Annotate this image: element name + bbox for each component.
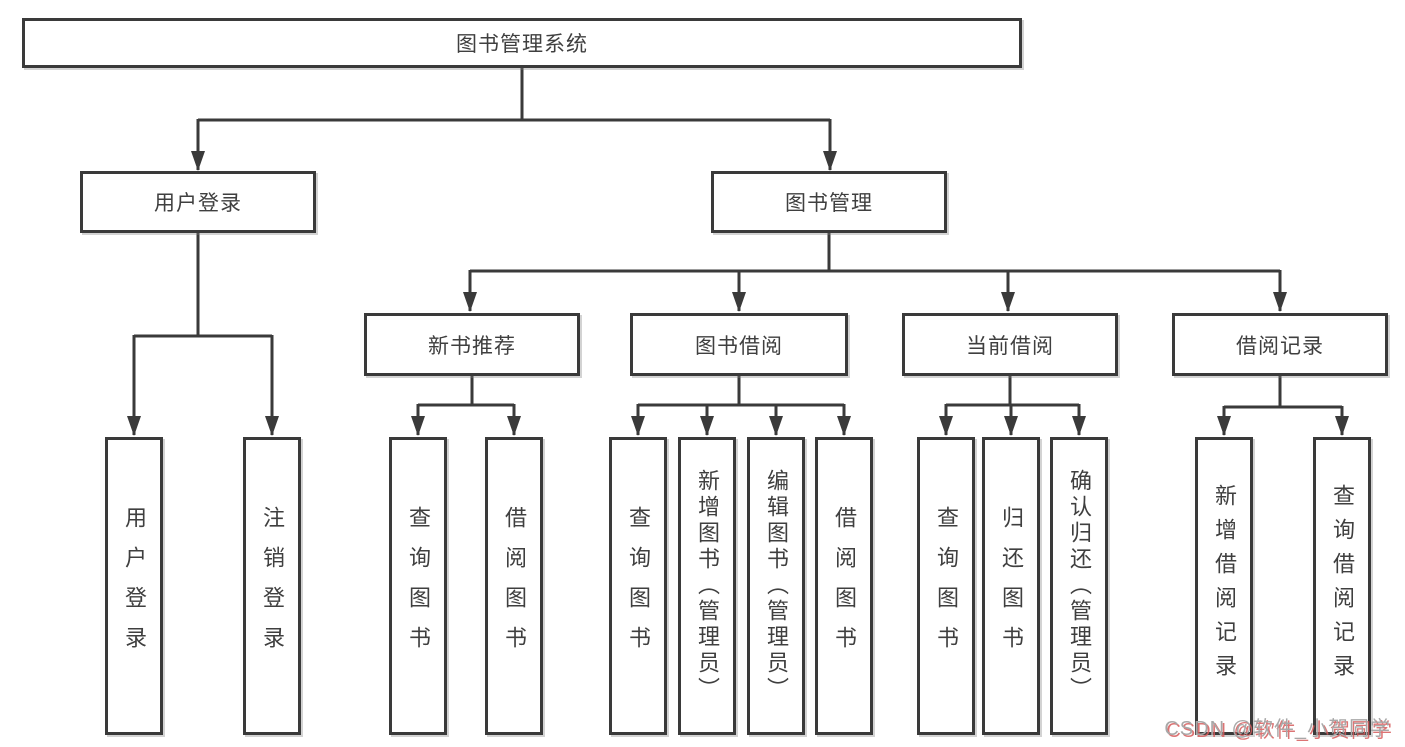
leaf-edit-book-admin: 编辑图书（管理员） xyxy=(747,437,805,735)
node-user-login: 用户登录 xyxy=(80,171,316,233)
leaf-return-book: 归还图书 xyxy=(982,437,1040,735)
leaf-query-book-borrow: 查询图书 xyxy=(609,437,667,735)
leaf-query-borrow-record: 查询借阅记录 xyxy=(1313,437,1371,735)
leaf-logout: 注销登录 xyxy=(243,437,301,735)
node-current-borrow: 当前借阅 xyxy=(902,313,1118,376)
node-new-book-recommend: 新书推荐 xyxy=(364,313,580,376)
csdn-watermark: CSDN @软件_小贺同学 xyxy=(1164,718,1391,740)
leaf-borrow-book-recommend: 借阅图书 xyxy=(485,437,543,735)
leaf-query-book-current: 查询图书 xyxy=(917,437,975,735)
leaf-borrow-book: 借阅图书 xyxy=(815,437,873,735)
leaf-add-book-admin: 新增图书（管理员） xyxy=(678,437,736,735)
node-root-library-system: 图书管理系统 xyxy=(22,18,1022,68)
leaf-query-book-recommend: 查询图书 xyxy=(389,437,447,735)
node-borrow-records: 借阅记录 xyxy=(1172,313,1388,376)
leaf-user-login: 用户登录 xyxy=(105,437,163,735)
node-book-management: 图书管理 xyxy=(711,171,947,233)
node-book-borrow: 图书借阅 xyxy=(630,313,848,376)
leaf-add-borrow-record: 新增借阅记录 xyxy=(1195,437,1253,735)
leaf-confirm-return-admin: 确认归还（管理员） xyxy=(1050,437,1108,735)
